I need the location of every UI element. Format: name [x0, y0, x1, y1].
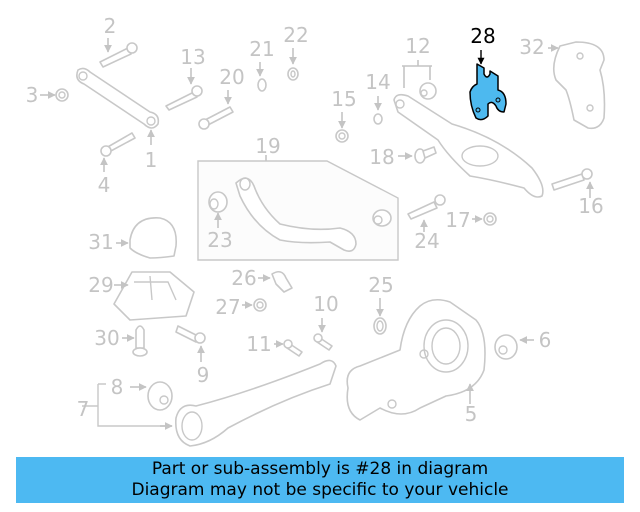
- callout-11: 11: [246, 332, 271, 356]
- part-19-upper-arm-assembly: [197, 155, 399, 261]
- part-1-lateral-link: [76, 67, 160, 145]
- part-24-bolt: [407, 194, 446, 232]
- callout-22: 22: [283, 23, 308, 47]
- callout-20: 20: [219, 65, 244, 89]
- callout-7: 7: [77, 397, 90, 421]
- part-13-bolt: [165, 68, 203, 111]
- part-3-nut: [40, 88, 69, 102]
- part-31-cover: [116, 217, 177, 259]
- part-27-nut: [242, 298, 267, 312]
- callout-12: 12: [405, 34, 430, 58]
- part-25-seal: [373, 298, 387, 335]
- part-14-washer: [373, 96, 383, 125]
- callout-17: 17: [445, 208, 470, 232]
- callout-26: 26: [231, 266, 256, 290]
- part-7-trailing-arm: [82, 359, 337, 447]
- part-29-mount: [113, 271, 195, 321]
- callout-28: 28: [470, 24, 495, 48]
- callout-1: 1: [145, 148, 158, 172]
- part-30-clip: [122, 325, 148, 357]
- part-22-nut: [287, 48, 299, 81]
- part-16-bolt: [551, 168, 594, 198]
- callout-19: 19: [255, 134, 280, 158]
- callout-3: 3: [26, 83, 39, 107]
- part-18-bolt: [398, 146, 437, 164]
- callout-23: 23: [207, 228, 232, 252]
- callout-labels: 1 2 3 4 5 6 7 8 9 10 11 12 13 14 15 16 1…: [26, 14, 604, 426]
- callout-9: 9: [197, 363, 210, 387]
- callout-30: 30: [94, 326, 119, 350]
- part-11-bolt: [274, 339, 303, 357]
- callout-6: 6: [539, 328, 552, 352]
- part-15-nut: [335, 112, 349, 143]
- part-10-bolt: [313, 318, 333, 351]
- part-6-bushing: [494, 334, 534, 360]
- callout-27: 27: [215, 295, 240, 319]
- part-20-bolt: [198, 90, 234, 130]
- part-2-bolt: [99, 38, 138, 68]
- callout-31: 31: [88, 230, 113, 254]
- part-5-knuckle: [346, 298, 486, 421]
- part-21-washer: [256, 62, 267, 92]
- callout-25: 25: [368, 273, 393, 297]
- banner-line-1: Part or sub-assembly is #28 in diagram: [151, 459, 489, 479]
- callout-24: 24: [414, 229, 439, 253]
- banner-line-2: Diagram may not be specific to your vehi…: [131, 480, 509, 500]
- callout-32: 32: [519, 35, 544, 59]
- part-12-lower-control-arm: [393, 60, 544, 198]
- callout-2: 2: [104, 14, 117, 38]
- part-17-nut: [472, 212, 497, 226]
- part-9-bolt: [175, 325, 206, 362]
- part-26-bracket: [258, 270, 293, 293]
- callout-29: 29: [88, 273, 113, 297]
- callout-16: 16: [578, 194, 603, 218]
- part-32-bracket: [548, 41, 606, 130]
- part-4-bolt: [100, 132, 136, 172]
- callout-13: 13: [180, 45, 205, 69]
- part-28-bracket-highlighted[interactable]: [469, 50, 507, 121]
- callout-8: 8: [111, 375, 124, 399]
- callout-5: 5: [465, 402, 478, 426]
- part-8-bushing: [130, 381, 173, 411]
- callout-18: 18: [369, 145, 394, 169]
- callout-14: 14: [365, 70, 390, 94]
- callout-4: 4: [98, 173, 111, 197]
- info-banner: Part or sub-assembly is #28 in diagram D…: [16, 457, 624, 503]
- callout-15: 15: [331, 87, 356, 111]
- callout-10: 10: [313, 292, 338, 316]
- callout-21: 21: [249, 37, 274, 61]
